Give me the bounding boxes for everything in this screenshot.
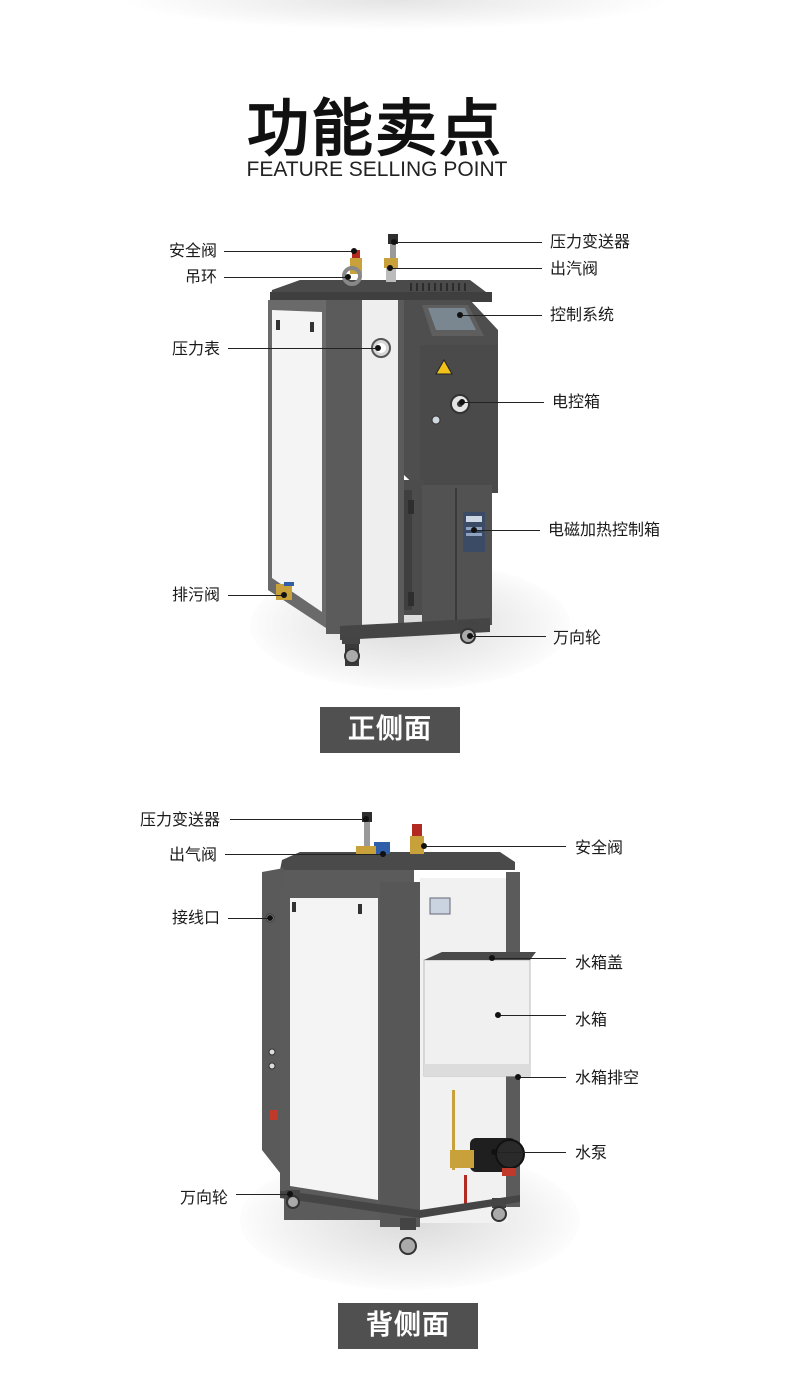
front-label-pressure-transmitter: 压力变送器 [550,232,631,251]
back-view-caption: 背侧面 [338,1303,478,1349]
front-leader-pressure-gauge [228,348,378,349]
front-dot-outlet-valve [387,265,393,271]
front-dot-lifting-ring [345,274,351,280]
back-label-outlet-valve: 出气阀 [168,845,217,864]
front-leader-pressure-transmitter [394,242,542,243]
back-leader-wiring-port [228,918,270,919]
front-leader-safety-valve [224,251,354,252]
front-label-control-system: 控制系统 [550,305,615,324]
back-label-water-pump: 水泵 [575,1143,608,1162]
top-glow [120,0,670,30]
front-view-caption: 正侧面 [320,707,460,753]
back-label-caster: 万向轮 [179,1188,228,1207]
front-leader-control-box [462,402,544,403]
front-label-lifting-ring: 吊环 [184,267,217,286]
back-leader-water-tank [498,1015,566,1016]
front-dot-pressure-transmitter [391,239,397,245]
front-label-safety-valve: 安全阀 [168,241,217,260]
front-label-outlet-valve: 出汽阀 [550,259,599,278]
front-leader-outlet-valve [390,268,542,269]
back-leader-caster [236,1194,290,1195]
back-label-tank-drain: 水箱排空 [575,1068,640,1087]
back-dot-tank-drain [515,1074,521,1080]
back-dot-safety-valve [421,843,427,849]
front-dot-pressure-gauge [375,345,381,351]
back-leader-water-pump [494,1152,566,1153]
front-machine-illustration [268,234,498,666]
front-dot-safety-valve [351,248,357,254]
front-label-pressure-gauge: 压力表 [171,339,220,358]
front-leader-control-system [460,315,542,316]
front-label-drain-valve: 排污阀 [171,585,220,604]
back-leader-tank-drain [518,1077,566,1078]
back-machine-illustration [262,812,536,1255]
back-leader-tank-lid [492,958,566,959]
back-label-safety-valve: 安全阀 [575,838,624,857]
back-dot-pressure-transmitter [363,816,369,822]
front-label-induction-control-box: 电磁加热控制箱 [548,520,661,539]
back-dot-tank-lid [489,955,495,961]
back-leader-pressure-transmitter [230,819,366,820]
front-dot-drain-valve [281,592,287,598]
front-leader-induction-control-box [474,530,540,531]
back-dot-water-tank [495,1012,501,1018]
back-label-pressure-transmitter: 压力变送器 [139,810,220,829]
back-dot-wiring-port [267,915,273,921]
back-dot-caster [287,1191,293,1197]
back-dot-outlet-valve [380,851,386,857]
front-label-caster: 万向轮 [553,628,602,647]
back-label-water-tank: 水箱 [575,1010,608,1029]
front-leader-caster [470,636,546,637]
page-subtitle: FEATURE SELLING POINT [246,158,508,181]
back-leader-safety-valve [424,846,566,847]
back-label-tank-lid: 水箱盖 [575,953,624,972]
back-leader-outlet-valve [225,854,383,855]
front-dot-induction-control-box [471,527,477,533]
front-dot-control-box [459,399,465,405]
front-label-control-box: 电控箱 [552,392,601,411]
front-leader-lifting-ring [224,277,348,278]
page-title: 功能卖点 [246,92,503,165]
front-leader-drain-valve [228,595,284,596]
back-dot-water-pump [491,1149,497,1155]
back-label-wiring-port: 接线口 [171,908,220,927]
front-dot-control-system [457,312,463,318]
front-dot-caster [467,633,473,639]
